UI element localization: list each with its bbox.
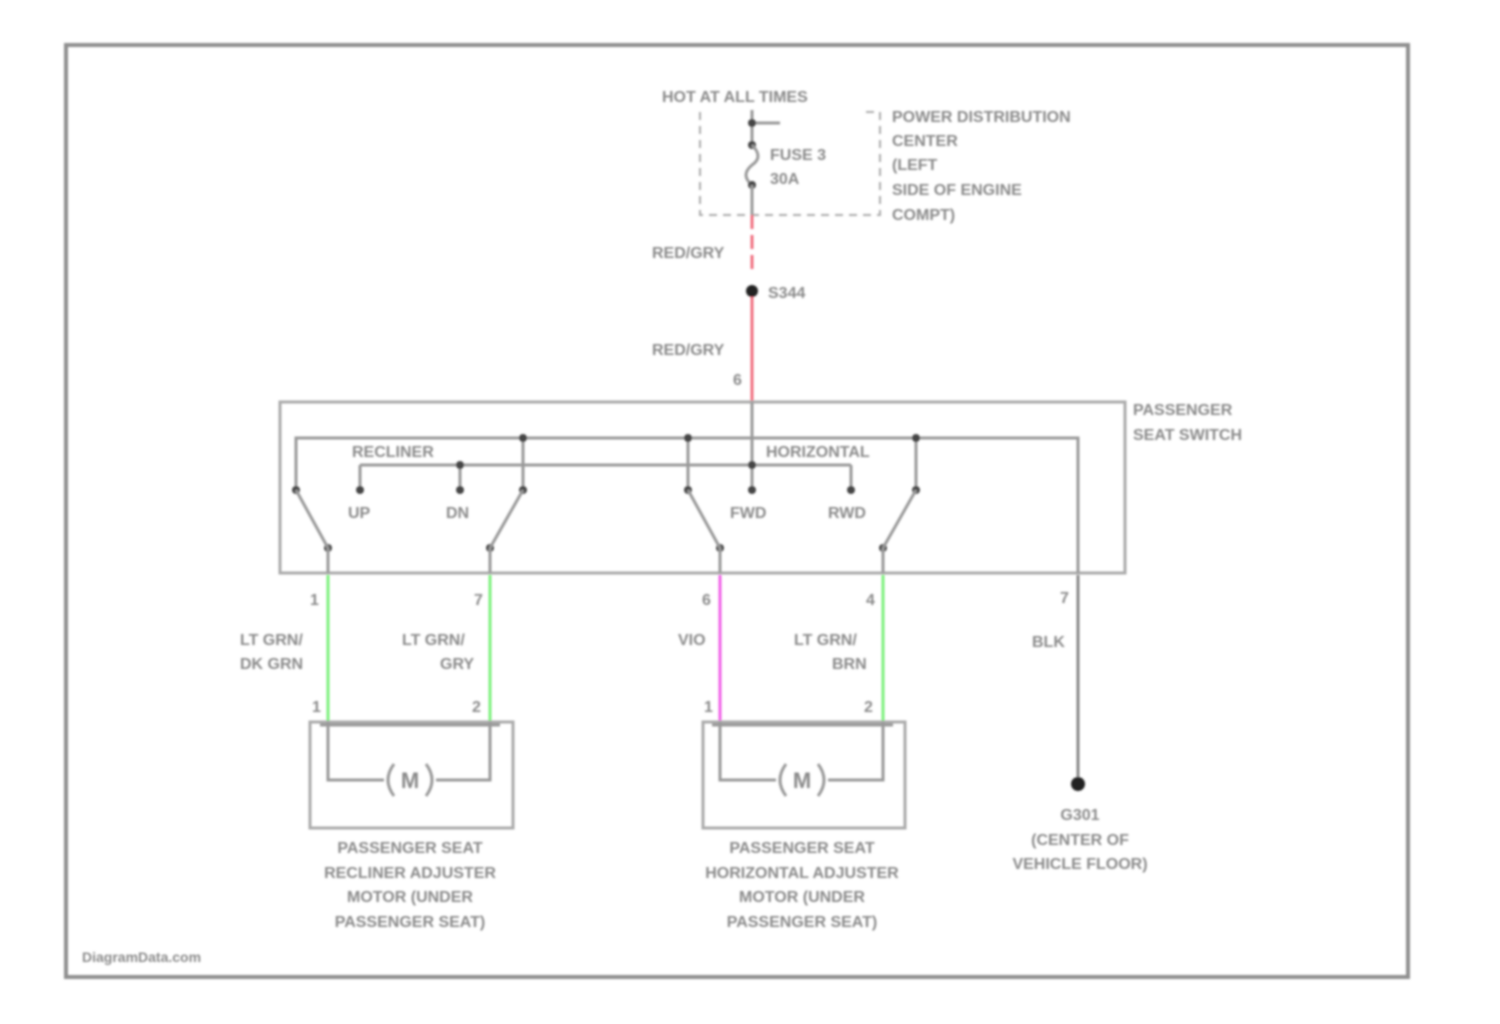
hot-at-all-times-label: HOT AT ALL TIMES: [662, 89, 808, 106]
pin-label: 1: [704, 699, 713, 716]
wire-color-label: LT GRN/: [240, 632, 303, 649]
wire-color-label: RED/GRY: [652, 245, 725, 262]
svg-text:MOTOR (UNDER: MOTOR (UNDER: [739, 889, 865, 906]
passenger-seat-switch-box: [280, 402, 1125, 573]
horizontal-switch-arm-1: [688, 490, 720, 548]
wire-color-label: GRY: [440, 656, 474, 673]
switch-name: SEAT SWITCH: [1133, 427, 1242, 444]
fuse-icon: [746, 145, 758, 185]
recliner-switch-arm-2: [490, 490, 523, 548]
fuse-rating: 30A: [770, 171, 800, 188]
wire-color-label: BLK: [1032, 634, 1065, 651]
pdc-label: POWER DISTRIBUTION CENTER (LEFT SIDE OF …: [892, 109, 1071, 224]
horizontal-motor: M: [703, 722, 905, 828]
svg-text:HORIZONTAL ADJUSTER: HORIZONTAL ADJUSTER: [705, 865, 899, 882]
motor-icon: M: [401, 768, 419, 793]
pin-label: 4: [866, 592, 875, 609]
motor-icon: M: [793, 768, 811, 793]
svg-text:G301: G301: [1060, 807, 1099, 824]
pin-label: 1: [310, 592, 319, 609]
svg-text:PASSENGER SEAT: PASSENGER SEAT: [729, 840, 874, 857]
pin-label: 7: [474, 592, 483, 609]
svg-text:RECLINER ADJUSTER: RECLINER ADJUSTER: [324, 865, 496, 882]
horizontal-switch-arm-2: [883, 490, 916, 548]
recliner-label: RECLINER: [352, 444, 434, 461]
svg-text:VEHICLE FLOOR): VEHICLE FLOOR): [1012, 856, 1147, 873]
splice-label: S344: [768, 285, 805, 302]
horizontal-motor-label: PASSENGER SEAT HORIZONTAL ADJUSTER MOTOR…: [705, 840, 899, 931]
fwd-label: FWD: [730, 505, 766, 522]
svg-text:PASSENGER SEAT): PASSENGER SEAT): [727, 914, 878, 931]
splice-dot: [746, 285, 758, 297]
pin-label: 1: [312, 699, 321, 716]
svg-text:PASSENGER SEAT: PASSENGER SEAT: [337, 840, 482, 857]
svg-text:(LEFT: (LEFT: [892, 157, 938, 174]
pin-label: 7: [1060, 590, 1069, 607]
pin-label: 2: [864, 699, 873, 716]
wire-color-label: RED/GRY: [652, 342, 725, 359]
svg-text:POWER DISTRIBUTION: POWER DISTRIBUTION: [892, 109, 1071, 126]
svg-text:PASSENGER SEAT): PASSENGER SEAT): [335, 914, 486, 931]
wire-color-label: LT GRN/: [402, 632, 465, 649]
rwd-label: RWD: [828, 505, 866, 522]
wire-color-label: VIO: [678, 632, 706, 649]
fuse-label: FUSE 3: [770, 147, 826, 164]
wire-color-label: LT GRN/: [794, 632, 857, 649]
horizontal-label: HORIZONTAL: [766, 444, 870, 461]
up-label: UP: [348, 505, 371, 522]
switch-name: PASSENGER: [1133, 402, 1233, 419]
pin-label: 2: [472, 699, 481, 716]
pin-label: 6: [733, 372, 742, 389]
pin-label: 6: [702, 592, 711, 609]
wire-color-label: DK GRN: [240, 656, 303, 673]
svg-text:CENTER: CENTER: [892, 133, 958, 150]
ground-icon: [1071, 777, 1085, 791]
svg-text:(CENTER OF: (CENTER OF: [1031, 832, 1129, 849]
recliner-switch-arm-1: [296, 490, 328, 548]
svg-text:MOTOR (UNDER: MOTOR (UNDER: [347, 889, 473, 906]
dn-label: DN: [446, 505, 469, 522]
ground-label: G301 (CENTER OF VEHICLE FLOOR): [1012, 807, 1147, 873]
wire-color-label: BRN: [832, 656, 867, 673]
recliner-motor: M: [310, 722, 513, 828]
footer-watermark: DiagramData.com: [82, 949, 201, 965]
svg-text:SIDE OF ENGINE: SIDE OF ENGINE: [892, 182, 1022, 199]
recliner-motor-label: PASSENGER SEAT RECLINER ADJUSTER MOTOR (…: [324, 840, 496, 931]
svg-text:COMPT): COMPT): [892, 207, 955, 224]
